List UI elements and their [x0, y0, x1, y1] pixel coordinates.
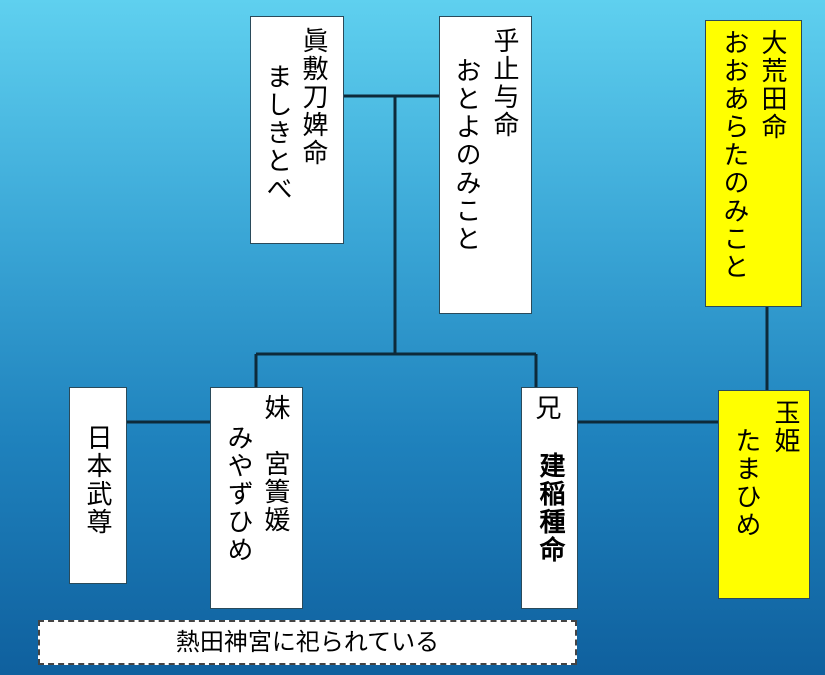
person-miyazu: 妹 宮簀媛 みやずひめ: [210, 387, 303, 609]
name-kanji: 建稲種命: [535, 452, 565, 564]
name-kana: おおあらたのみこと: [719, 29, 749, 281]
name-kana: たまひめ: [731, 427, 761, 539]
enshrined-note: 熱田神宮に祀られている: [38, 620, 577, 665]
name-kanji: 大荒田命: [757, 29, 787, 141]
person-tamahime: 玉姫 たまひめ: [718, 390, 810, 599]
person-mashikitobe: 眞敷刀婢命 ましきとべ: [250, 16, 344, 244]
relation-label: 妹: [260, 394, 290, 422]
name-kana: ましきとべ: [262, 63, 292, 203]
name-kanji: 日本武尊: [82, 424, 112, 536]
name-kanji: 玉姫: [770, 399, 800, 455]
name-kana: みやずひめ: [223, 424, 253, 564]
name-kanji: 宮簀媛: [260, 450, 290, 534]
name-kanji: 眞敷刀婢命: [298, 27, 328, 167]
relation-label: 兄: [531, 394, 561, 422]
person-otoyo: 乎止与命 おとよのみこと: [439, 16, 532, 314]
name-kanji: 乎止与命: [489, 27, 519, 139]
name-kana: おとよのみこと: [451, 57, 481, 253]
person-yamatotakeru: 日本武尊: [69, 387, 127, 584]
person-oarata: 大荒田命 おおあらたのみこと: [705, 20, 802, 307]
person-takeinadane: 兄 建稲種命: [521, 387, 578, 609]
